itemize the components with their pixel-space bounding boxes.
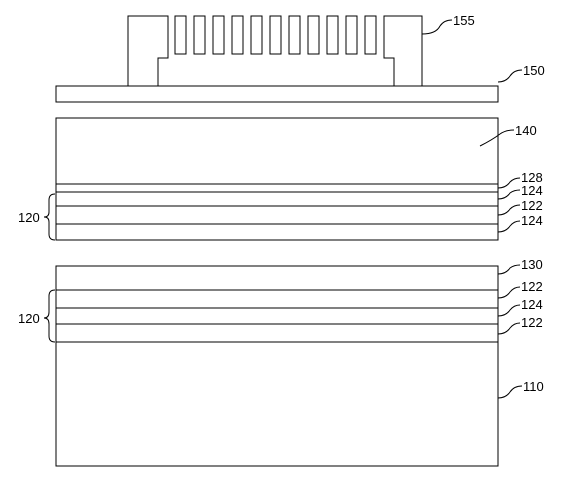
- layer-122-upper: [55, 205, 499, 225]
- label-120-upper: 120: [18, 210, 40, 225]
- comb-finger: [326, 15, 339, 55]
- label-110: 110: [523, 379, 544, 394]
- comb-finger: [307, 15, 320, 55]
- label-122-upper: 122: [521, 198, 543, 213]
- label-130: 130: [521, 257, 543, 272]
- layer-128: [55, 183, 499, 193]
- layer-124-lower: [55, 307, 499, 325]
- comb-finger: [250, 15, 263, 55]
- leader-lines: [421, 19, 523, 399]
- comb-finger: [231, 15, 244, 55]
- brace-120-lower: [43, 289, 56, 343]
- layer-150: [55, 85, 499, 103]
- label-124-upper: 124: [521, 183, 543, 198]
- substrate-110: [55, 341, 499, 467]
- label-120-lower: 120: [18, 311, 40, 326]
- layer-140: [55, 117, 499, 185]
- layer-124-upper: [55, 191, 499, 207]
- element-155: [127, 15, 423, 87]
- label-150: 150: [523, 63, 545, 78]
- comb-finger: [212, 15, 225, 55]
- label-140: 140: [515, 123, 537, 138]
- label-128: 128: [521, 170, 543, 185]
- layer-130: [55, 265, 499, 291]
- label-124-mid: 124: [521, 213, 543, 228]
- layer-124-mid: [55, 223, 499, 241]
- comb-finger: [269, 15, 282, 55]
- layer-122-lower-b: [55, 323, 499, 343]
- label-155: 155: [453, 13, 475, 28]
- brace-120-upper: [43, 193, 56, 241]
- comb-finger: [174, 15, 187, 55]
- comb-finger: [364, 15, 377, 55]
- comb-finger: [288, 15, 301, 55]
- label-122-lower-a: 122: [521, 279, 543, 294]
- layer-122-lower-a: [55, 289, 499, 309]
- comb-finger: [345, 15, 358, 55]
- label-122-lower-b: 122: [521, 315, 543, 330]
- label-124-lower: 124: [521, 297, 543, 312]
- comb-finger: [193, 15, 206, 55]
